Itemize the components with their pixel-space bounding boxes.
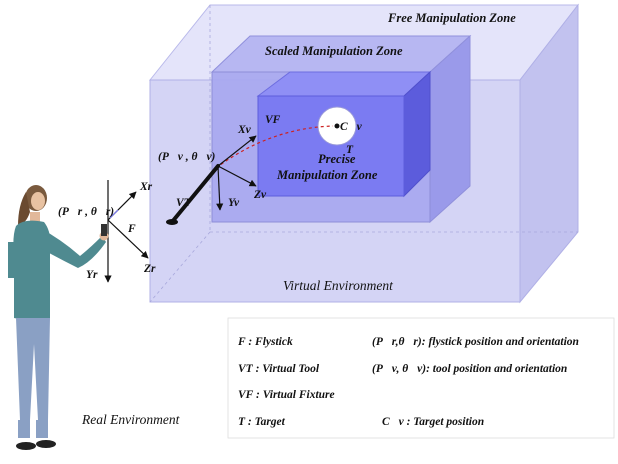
flystick-pose-label: (P⃗r , θ⃗r)	[58, 206, 114, 218]
flystick-lead-line	[109, 209, 119, 219]
virtual-environment-label: Virtual Environment	[283, 278, 394, 293]
vf-label: VF	[265, 114, 281, 126]
virtual-axis-z	[217, 165, 257, 187]
target-position-label: C⃗v	[340, 121, 363, 133]
legend-virtual-tool: VT : Virtual Tool	[238, 363, 320, 375]
legend-flystick-pose: (P⃗r,θ⃗r): flystick position and orienta…	[372, 336, 579, 348]
precise-manipulation-zone	[256, 70, 432, 198]
virtual-axes	[216, 135, 257, 211]
virtual-axis-y	[216, 165, 224, 211]
virtual-tool-base	[166, 219, 178, 225]
flystick-label: F	[127, 223, 136, 235]
scaled-zone-label: Scaled Manipulation Zone	[265, 44, 403, 58]
legend-target: T : Target	[238, 416, 286, 428]
real-x-label: Xr	[139, 181, 153, 193]
legend: F : Flystick VT : Virtual Tool VF : Virt…	[227, 317, 615, 439]
legend-virtual-fixture: VF : Virtual Fixture	[238, 389, 335, 401]
precise-zone-label-line2: Manipulation Zone	[276, 168, 378, 182]
virtual-z-label: Zv	[253, 189, 267, 201]
target-label: T	[346, 144, 354, 156]
virtual-tool	[170, 164, 220, 224]
virtual-x-label: Xv	[237, 124, 252, 136]
real-environment-label: Real Environment	[81, 412, 181, 427]
legend-target-position: C⃗v : Target position	[382, 416, 484, 428]
target-center-point	[334, 123, 340, 129]
free-zone-label: Free Manipulation Zone	[387, 11, 516, 25]
real-y-label: Yr	[86, 269, 98, 281]
real-axis-z	[107, 219, 149, 259]
real-z-label: Zr	[143, 263, 156, 275]
vt-label: VT	[176, 197, 192, 209]
user-figure	[8, 185, 109, 450]
legend-flystick: F : Flystick	[237, 336, 293, 348]
tool-pose-label: (P⃗v , θ⃗v)	[158, 151, 216, 163]
legend-tool-pose: (P⃗v, θ⃗v): tool position and orientatio…	[372, 363, 567, 375]
virtual-axis-x	[217, 135, 257, 167]
trajectory-line	[215, 125, 334, 169]
virtual-y-label: Yv	[228, 197, 240, 209]
precise-zone-label-line1: Precise	[318, 152, 356, 166]
